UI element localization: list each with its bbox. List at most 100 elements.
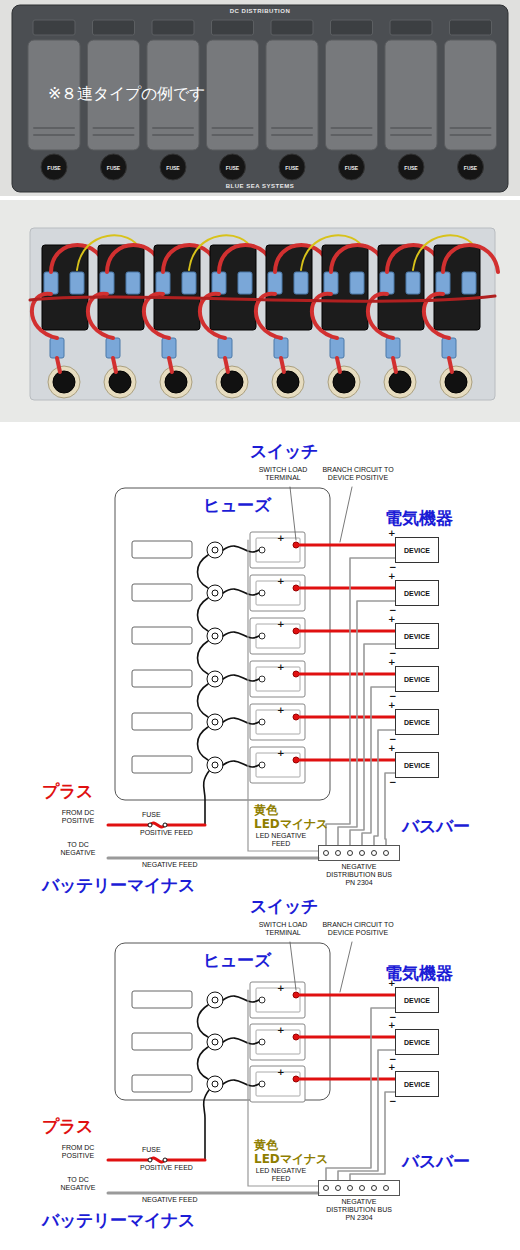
- blue-connector: [44, 272, 58, 294]
- switch-terminal: [259, 633, 265, 639]
- fuse-holder: [277, 371, 299, 393]
- fuse-dot: [163, 823, 167, 827]
- blue-connector: [106, 338, 120, 358]
- branch-wire: [299, 716, 395, 719]
- polarity-mark: +: [277, 1025, 285, 1035]
- device-box: DEVICE: [395, 752, 439, 778]
- fuse-dot: [163, 1158, 167, 1162]
- leader-line: [290, 942, 296, 990]
- blue-connector: [238, 272, 252, 294]
- device-box: DEVICE: [395, 1071, 439, 1097]
- leader-line: [340, 487, 352, 542]
- device-label: DEVICE: [404, 676, 430, 683]
- fuse-symbol: [212, 1081, 218, 1087]
- rocker-ridge: [213, 134, 253, 136]
- bus-screw: [372, 851, 377, 856]
- switch-terminal: [259, 590, 265, 596]
- fuse-label: FUSE: [340, 165, 364, 171]
- branch-wire: [299, 587, 395, 590]
- red-wire: [88, 294, 113, 338]
- wire-label: POSITIVE FEED: [140, 829, 193, 837]
- branch-wire: [299, 1036, 395, 1039]
- bus-screw: [360, 851, 365, 856]
- busbar-heading: バスバー: [402, 1150, 470, 1173]
- polarity-mark: +: [277, 533, 285, 543]
- rocker-ridge: [34, 134, 74, 136]
- fuse-symbol: [207, 585, 223, 601]
- bus-screw: [348, 851, 353, 856]
- fuse-symbol: [212, 719, 218, 725]
- fuse-nut: [328, 366, 360, 398]
- label-slot: [132, 756, 192, 773]
- blue-connector: [406, 272, 420, 294]
- fuse-holder: [389, 371, 411, 393]
- wire-label: NEGATIVE FEED: [142, 1196, 198, 1204]
- device-box: DEVICE: [395, 623, 439, 649]
- blue-connector: [442, 338, 456, 358]
- polarity-mark: +: [277, 619, 285, 629]
- fuse-holder: [220, 154, 246, 180]
- fuse-label: FUSE: [161, 165, 185, 171]
- branch-wire: [299, 630, 395, 633]
- panel-plate: [115, 488, 330, 800]
- rocker-ridge: [272, 127, 312, 129]
- fuse-symbol: [212, 676, 218, 682]
- label-slot: [132, 541, 192, 558]
- fuse-wire: [223, 1080, 259, 1086]
- negative-feed: [108, 857, 318, 860]
- switch-heading: スイッチ: [250, 440, 318, 463]
- fuse-symbol: [207, 542, 223, 558]
- bus-label: NEGATIVE DISTRIBUTION BUS PN 2304: [324, 863, 394, 887]
- rocker-ridge: [153, 134, 193, 136]
- positive-heading: プラス: [42, 1115, 93, 1138]
- callout: SWITCH LOAD TERMINAL: [255, 466, 311, 482]
- rocker-switch: [445, 40, 497, 150]
- fuse-nut: [160, 366, 192, 398]
- label-slot: [450, 20, 492, 35]
- switch-terminal: [259, 762, 265, 768]
- label-slot: [132, 584, 192, 601]
- blue-connector: [324, 272, 338, 294]
- wire-label: FROM DC POSITIVE: [52, 1144, 104, 1160]
- red-wire: [169, 358, 172, 372]
- fuse-symbol: [207, 628, 223, 644]
- switch-body: [98, 245, 144, 330]
- device-label: DEVICE: [404, 590, 430, 597]
- label-slot: [152, 20, 194, 35]
- blue-connector: [156, 272, 170, 294]
- blue-connector: [182, 272, 196, 294]
- fuse-holder: [41, 154, 67, 180]
- blue-connector: [70, 272, 84, 294]
- device-label: DEVICE: [404, 719, 430, 726]
- polarity-mark: +: [277, 705, 285, 715]
- negative-wire: [350, 1092, 395, 1180]
- leader-line: [290, 487, 296, 540]
- bus-screw: [360, 1186, 365, 1191]
- fuse-nut: [48, 366, 80, 398]
- bus-label: NEGATIVE DISTRIBUTION BUS PN 2304: [324, 1198, 394, 1222]
- fuse-label: FUSE: [221, 165, 245, 171]
- red-wire: [337, 358, 340, 372]
- blue-connector: [462, 272, 476, 294]
- negative-wire: [350, 644, 395, 845]
- blue-connector: [386, 338, 400, 358]
- bus-screw: [324, 851, 329, 856]
- device-box: DEVICE: [395, 1029, 439, 1055]
- device-label: DEVICE: [404, 633, 430, 640]
- fuse-symbol: [207, 1034, 223, 1050]
- polarity-mark: +: [277, 576, 285, 586]
- blue-connector: [126, 272, 140, 294]
- polarity-mark: +: [277, 983, 285, 993]
- rocker-ridge: [272, 134, 312, 136]
- switch-terminal: [259, 719, 265, 725]
- red-wire: [200, 294, 225, 338]
- bus-screw: [372, 1186, 377, 1191]
- fuse-wire: [223, 718, 259, 724]
- feed-wire: [204, 1090, 209, 1160]
- bus-bar: [318, 1180, 400, 1196]
- rocker-switch: [207, 40, 259, 150]
- fuse-holder: [279, 154, 305, 180]
- callout: SWITCH LOAD TERMINAL: [255, 921, 311, 937]
- negative-feed: [108, 1192, 318, 1195]
